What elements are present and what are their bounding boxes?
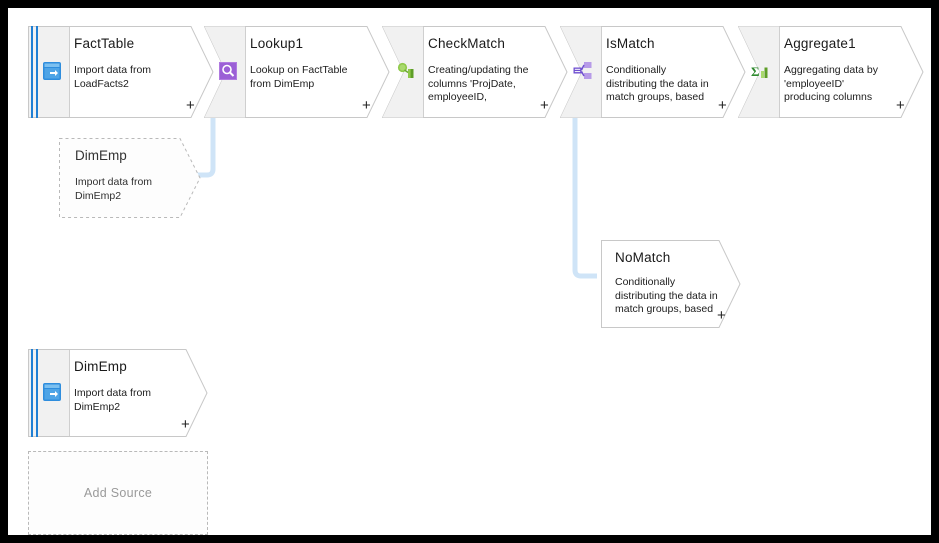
source-stripe-inner [36,26,38,118]
node-text: Lookup1 Lookup on FactTable from DimEmp [204,26,390,118]
node-text: DimEmp Import data from DimEmp2 [28,349,208,437]
node-text: IsMatch Conditionally distributing the d… [560,26,746,118]
source-stripe-inner [36,349,38,437]
import-table-icon [43,383,61,401]
node-text: DimEmp Import data from DimEmp2 [59,138,201,218]
add-output-button[interactable]: + [181,416,190,433]
node-text: FactTable Import data from LoadFacts2 [28,26,214,118]
node-description: Conditionally distributing the data in m… [606,64,709,103]
node-shape [601,240,741,328]
node-checkmatch[interactable]: CheckMatch Creating/updating the columns… [382,26,568,118]
node-shape [560,26,746,118]
connector-ismatch-to-nomatch [572,113,597,279]
add-output-button[interactable]: + [717,307,726,324]
add-output-button[interactable]: + [718,97,727,114]
derived-column-icon [397,62,414,78]
add-output-button[interactable]: + [896,97,905,114]
data-flow-canvas[interactable]: FactTable Import data from LoadFacts2 + … [8,8,931,535]
node-title: NoMatch [615,250,671,265]
node-description: Aggregating data by 'employeeID' produci… [784,64,878,103]
node-title: Aggregate1 [784,36,856,51]
node-dimemp-ghost[interactable]: DimEmp Import data from DimEmp2 [59,138,201,218]
node-title: CheckMatch [428,36,506,51]
node-ismatch[interactable]: IsMatch Conditionally distributing the d… [560,26,746,118]
node-shape [738,26,924,118]
node-description: Conditionally distributing the data in m… [615,276,718,315]
add-output-button[interactable]: + [186,97,195,114]
source-stripe-outer [31,26,33,118]
node-aggregate1[interactable]: Σ Aggregate1 Aggregating data by 'employ… [738,26,924,118]
node-shape [382,26,568,118]
node-description: Import data from LoadFacts2 [74,64,152,90]
node-text: NoMatch Conditionally distributing the d… [601,240,741,328]
node-title: Lookup1 [250,36,304,51]
node-description: Import data from DimEmp2 [75,176,153,202]
source-stripe-outer [31,349,33,437]
node-nomatch[interactable]: NoMatch Conditionally distributing the d… [601,240,741,328]
node-facttable[interactable]: FactTable Import data from LoadFacts2 + [28,26,214,118]
node-shape [28,349,208,437]
add-output-button[interactable]: + [540,97,549,114]
add-output-button[interactable]: + [362,97,371,114]
node-lookup1[interactable]: Lookup1 Lookup on FactTable from DimEmp … [204,26,390,118]
node-title: DimEmp [75,148,127,163]
node-text: Aggregate1 Aggregating data by 'employee… [738,26,924,118]
node-title: IsMatch [606,36,655,51]
node-description: Creating/updating the columns 'ProjDate,… [428,64,529,103]
lookup-magnifier-icon [219,62,237,80]
add-source-button[interactable]: Add Source [28,451,208,535]
import-table-icon [43,62,61,80]
node-dimemp-source[interactable]: DimEmp Import data from DimEmp2 + [28,349,208,437]
add-source-label: Add Source [83,486,153,500]
node-title: DimEmp [74,359,127,374]
node-description: Import data from DimEmp2 [74,387,152,413]
svg-text:Σ: Σ [751,64,760,79]
aggregate-sigma-icon: Σ [751,64,768,79]
node-description: Lookup on FactTable from DimEmp [250,64,348,90]
node-shape-ghost [59,138,201,218]
node-title: FactTable [74,36,135,51]
node-text: CheckMatch Creating/updating the columns… [382,26,568,118]
conditional-split-icon [573,62,592,79]
